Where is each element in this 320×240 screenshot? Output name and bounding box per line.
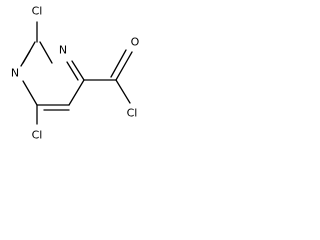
bond-c2-n1 <box>39 41 53 64</box>
bond-c6-n1 <box>71 60 85 81</box>
bond-carbonyl-o <box>115 51 133 81</box>
bond-carbonyl-cl <box>115 79 131 104</box>
atom-label-cl-acyl: Cl <box>127 107 138 120</box>
chemical-structure-diagram: Cl N N Cl O Cl <box>11 5 140 142</box>
bond-n3-c4 <box>22 80 38 106</box>
bond-c6-n1-inner <box>66 61 79 81</box>
bond-carbonyl-o-double <box>110 49 127 78</box>
atom-label-n-left: N <box>11 67 19 80</box>
bond-c2-n3-inner <box>20 50 31 67</box>
atom-label-n-top: N <box>59 44 67 57</box>
atom-label-o: O <box>131 36 140 49</box>
bond-c5-c6 <box>68 79 85 106</box>
atom-label-cl-bottom: Cl <box>32 129 43 142</box>
atom-label-cl-top: Cl <box>32 5 43 18</box>
